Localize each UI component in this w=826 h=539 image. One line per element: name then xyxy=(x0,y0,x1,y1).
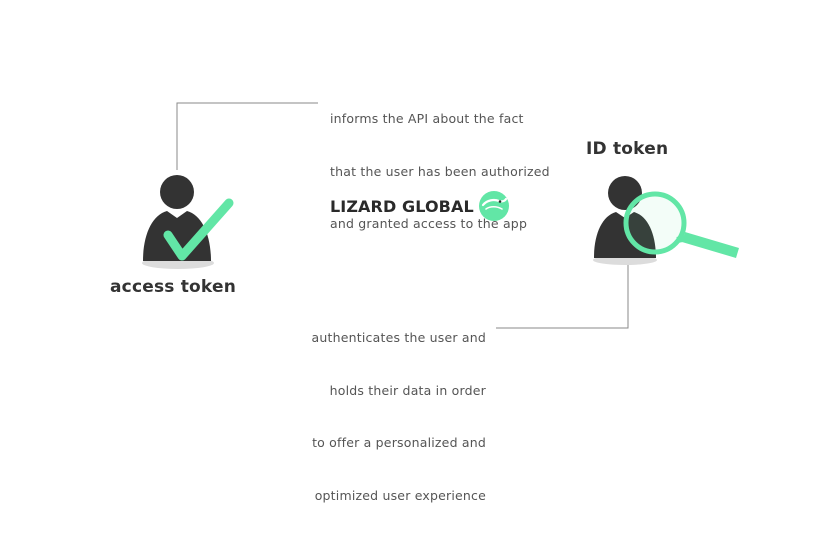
brand-name: LIZARD GLOBAL xyxy=(330,196,474,216)
access-token-description: informs the API about the fact that the … xyxy=(330,75,550,268)
brand-logo: LIZARD GLOBAL xyxy=(330,190,510,222)
description-line: that the user has been authorized xyxy=(330,163,550,179)
diagram: informs the API about the fact that the … xyxy=(110,75,739,503)
id-token-description: authenticates the user and holds their d… xyxy=(280,294,486,539)
checkmark xyxy=(163,198,234,261)
description-line: to offer a personalized and xyxy=(312,435,486,450)
lizard-global-logo-icon xyxy=(478,191,509,221)
connectors xyxy=(176,102,629,329)
magnifier-glass xyxy=(628,196,682,250)
user-with-checkmark-icon xyxy=(142,175,234,269)
magnifier-lens xyxy=(623,191,687,255)
access-token-label: access token xyxy=(110,277,236,297)
user-head xyxy=(160,175,194,209)
id-token-label: ID token xyxy=(586,139,669,159)
description-line: optimized user experience xyxy=(314,487,486,503)
access-token-connector xyxy=(176,102,318,170)
description-line: holds their data in order xyxy=(329,382,486,398)
description-line: and granted access to the app xyxy=(330,216,528,231)
description-line: informs the API about the fact xyxy=(330,111,524,126)
user-with-magnifier-icon xyxy=(593,176,739,265)
magnifier-handle xyxy=(682,232,739,258)
description-line: authenticates the user and xyxy=(311,330,486,345)
id-token-connector xyxy=(496,262,629,329)
